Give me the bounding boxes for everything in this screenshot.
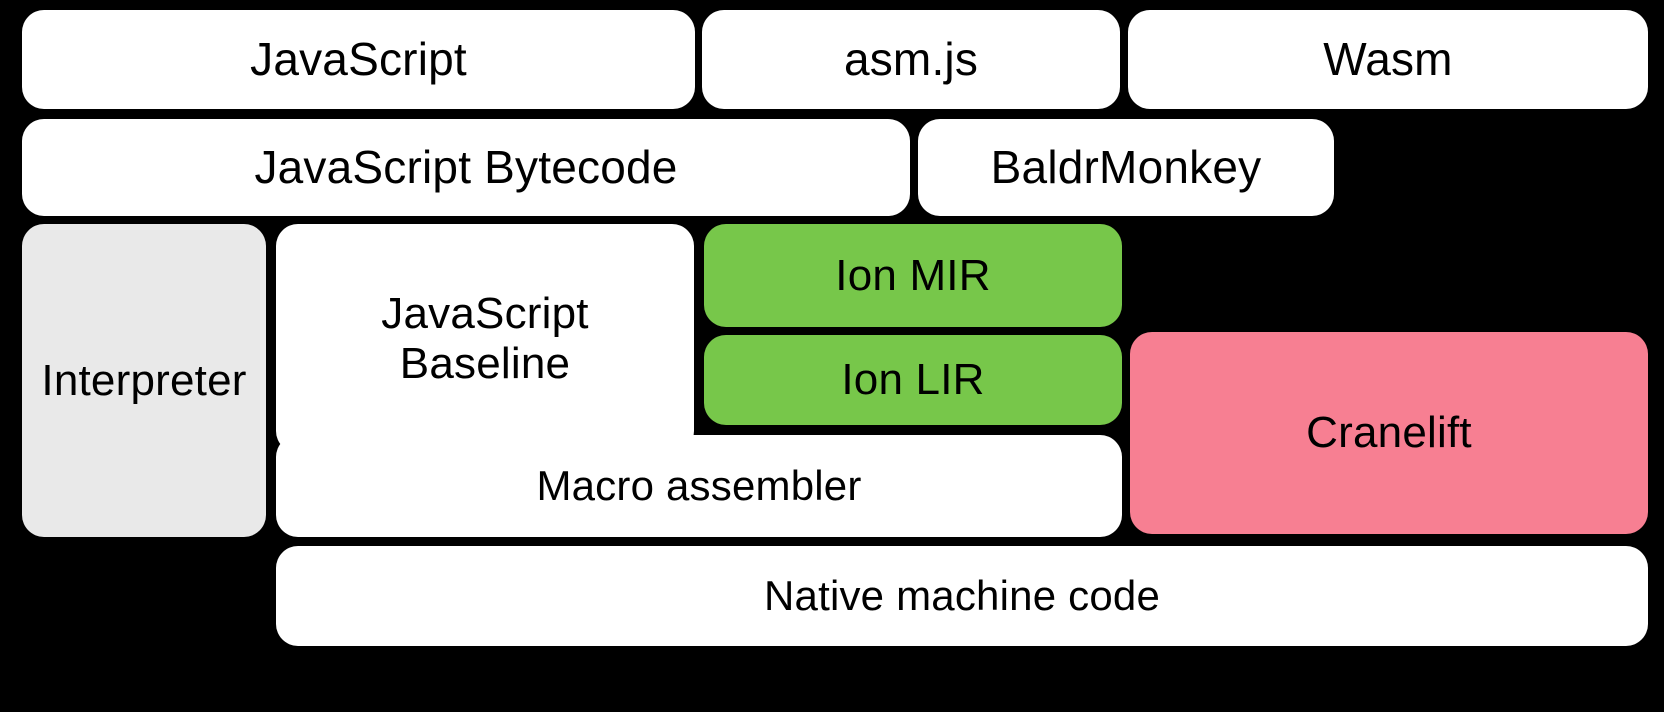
node-asm-js[interactable]: asm.js xyxy=(702,10,1120,109)
node-native-machine-code[interactable]: Native machine code xyxy=(276,546,1648,646)
node-baldrmonkey[interactable]: BaldrMonkey xyxy=(918,119,1334,216)
node-javascript-bytecode[interactable]: JavaScript Bytecode xyxy=(22,119,910,216)
node-ion-lir[interactable]: Ion LIR xyxy=(704,335,1122,425)
node-wasm[interactable]: Wasm xyxy=(1128,10,1648,109)
node-macro-assembler[interactable]: Macro assembler xyxy=(276,435,1122,537)
node-javascript-baseline[interactable]: JavaScript Baseline xyxy=(276,224,694,453)
node-javascript[interactable]: JavaScript xyxy=(22,10,695,109)
node-interpreter[interactable]: Interpreter xyxy=(22,224,266,537)
node-cranelift[interactable]: Cranelift xyxy=(1130,332,1648,534)
node-ion-mir[interactable]: Ion MIR xyxy=(704,224,1122,327)
